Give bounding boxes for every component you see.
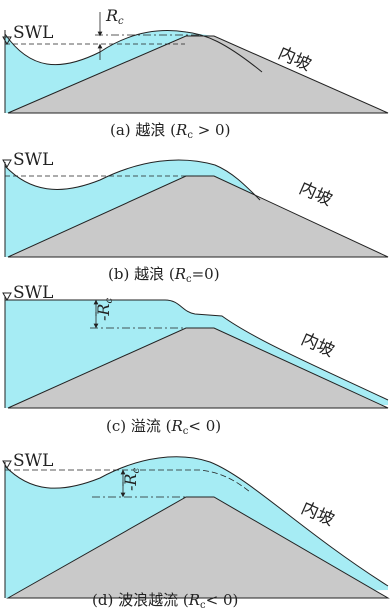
water-surface-b bbox=[4, 159, 261, 201]
swl-label-c: SWL bbox=[13, 283, 53, 303]
water-surface-c bbox=[5, 299, 389, 401]
caption-a: (a) 越浪 (Rc > 0) bbox=[110, 121, 230, 141]
water-surface-d bbox=[4, 456, 389, 587]
dike-c bbox=[7, 327, 389, 409]
dike-d bbox=[6, 496, 390, 599]
swl-triangle-icon bbox=[2, 36, 12, 46]
water-body-a bbox=[5, 30, 262, 113]
panel-a: SWL Rc 内坡 (a) 越浪 (Rc > 0) bbox=[2, 6, 389, 141]
rc-label-c: -Rc bbox=[94, 298, 115, 321]
swl-label-b: SWL bbox=[13, 150, 53, 170]
inner-slope-label-b: 内坡 bbox=[296, 178, 335, 210]
still-level-curve-d bbox=[5, 469, 251, 493]
swl-label-a: SWL bbox=[13, 23, 53, 43]
dike-a bbox=[7, 35, 389, 114]
caption-d: (d) 波浪越流 (Rc< 0) bbox=[92, 591, 238, 611]
water-surface-a bbox=[4, 30, 263, 73]
swl-triangle-icon bbox=[2, 460, 12, 470]
inner-slope-label-c: 内坡 bbox=[298, 329, 337, 361]
rc-label-a: Rc bbox=[105, 6, 124, 27]
caption-b: (b) 越浪 (Rc=0) bbox=[108, 265, 220, 285]
inner-slope-label-d: 内坡 bbox=[298, 498, 337, 530]
water-body-b bbox=[5, 160, 260, 257]
panel-c: SWL -Rc 内坡 (c) 溢流 (Rc< 0) bbox=[2, 283, 389, 437]
swl-triangle-icon bbox=[2, 159, 12, 169]
panel-d: SWL -Rc 内坡 (d) 波浪越流 (Rc< 0) bbox=[2, 451, 390, 611]
dike-b bbox=[7, 175, 389, 258]
panel-b: SWL 内坡 (b) 越浪 (Rc=0) bbox=[2, 150, 389, 285]
caption-c: (c) 溢流 (Rc< 0) bbox=[106, 417, 221, 437]
swl-label-d: SWL bbox=[13, 451, 53, 471]
swl-triangle-icon bbox=[2, 292, 12, 302]
rc-label-d: -Rc bbox=[121, 468, 142, 491]
